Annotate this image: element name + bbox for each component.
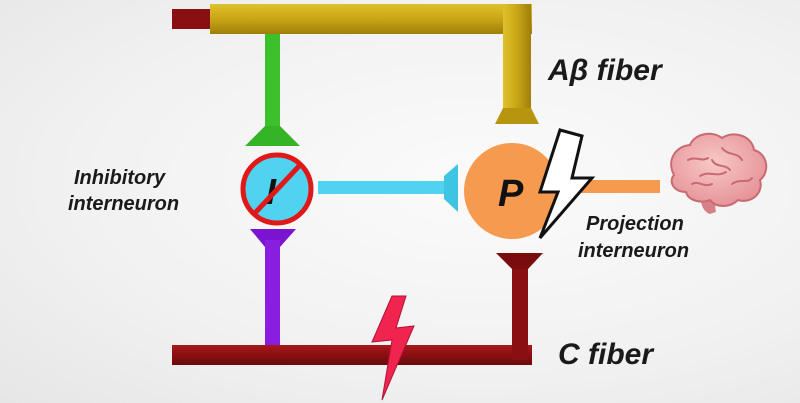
abeta-fiber-label: Aβ fiber (547, 54, 664, 87)
projection-label-line1: Projection (586, 213, 684, 235)
projection-neuron (464, 143, 560, 239)
purple-branch (265, 240, 280, 352)
abeta-fiber-horizontal (210, 4, 532, 34)
c-fiber-synapse-terminal (496, 253, 543, 269)
purple-synapse-terminal (250, 229, 296, 247)
c-fiber-lightning-bolt-icon (371, 295, 415, 401)
cyan-synapse-terminal (444, 164, 458, 212)
green-synapse-terminal (245, 126, 300, 146)
inhibitory-letter: I (266, 171, 277, 212)
inhibitory-label-line2: interneuron (68, 193, 179, 215)
abeta-fiber-stub (172, 9, 214, 29)
brain-icon (670, 132, 768, 214)
c-fiber-label: C fiber (558, 338, 655, 371)
c-fiber-vertical (512, 262, 528, 360)
cyan-axon (318, 181, 450, 194)
c-fiber-horizontal (172, 345, 532, 365)
abeta-fiber-vertical (503, 4, 531, 116)
green-branch (265, 34, 280, 136)
projection-label-line2: interneuron (578, 240, 689, 262)
projection-output-line (575, 180, 660, 193)
inhibitory-label-line1: Inhibitory (74, 167, 166, 189)
abeta-synapse-terminal (495, 108, 539, 124)
projection-letter: P (498, 173, 524, 215)
prohibition-sign-icon (240, 152, 314, 226)
projection-lightning-bolt-icon (537, 128, 596, 239)
